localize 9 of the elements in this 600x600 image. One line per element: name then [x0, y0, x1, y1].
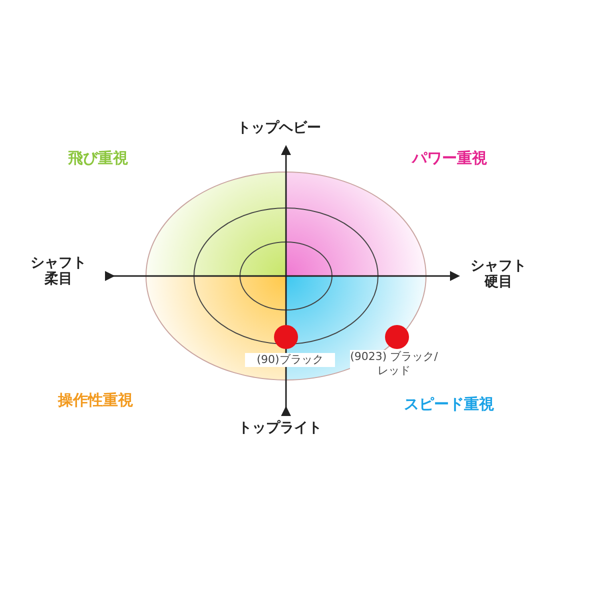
quadrant-label: パワー重視 [412, 150, 487, 168]
point-caption: (90)ブラック [245, 353, 335, 368]
quadrant-label: スピード重視 [404, 396, 494, 414]
axis-label: シャフト柔目 [30, 255, 88, 288]
axis-label: トップライト [238, 420, 322, 436]
axis-label: シャフト硬目 [470, 258, 528, 290]
quadrant-label: 操作性重視 [58, 392, 133, 410]
axis-label: トップヘビー [237, 120, 321, 136]
quadrant-label: 飛び重視 [68, 150, 128, 168]
